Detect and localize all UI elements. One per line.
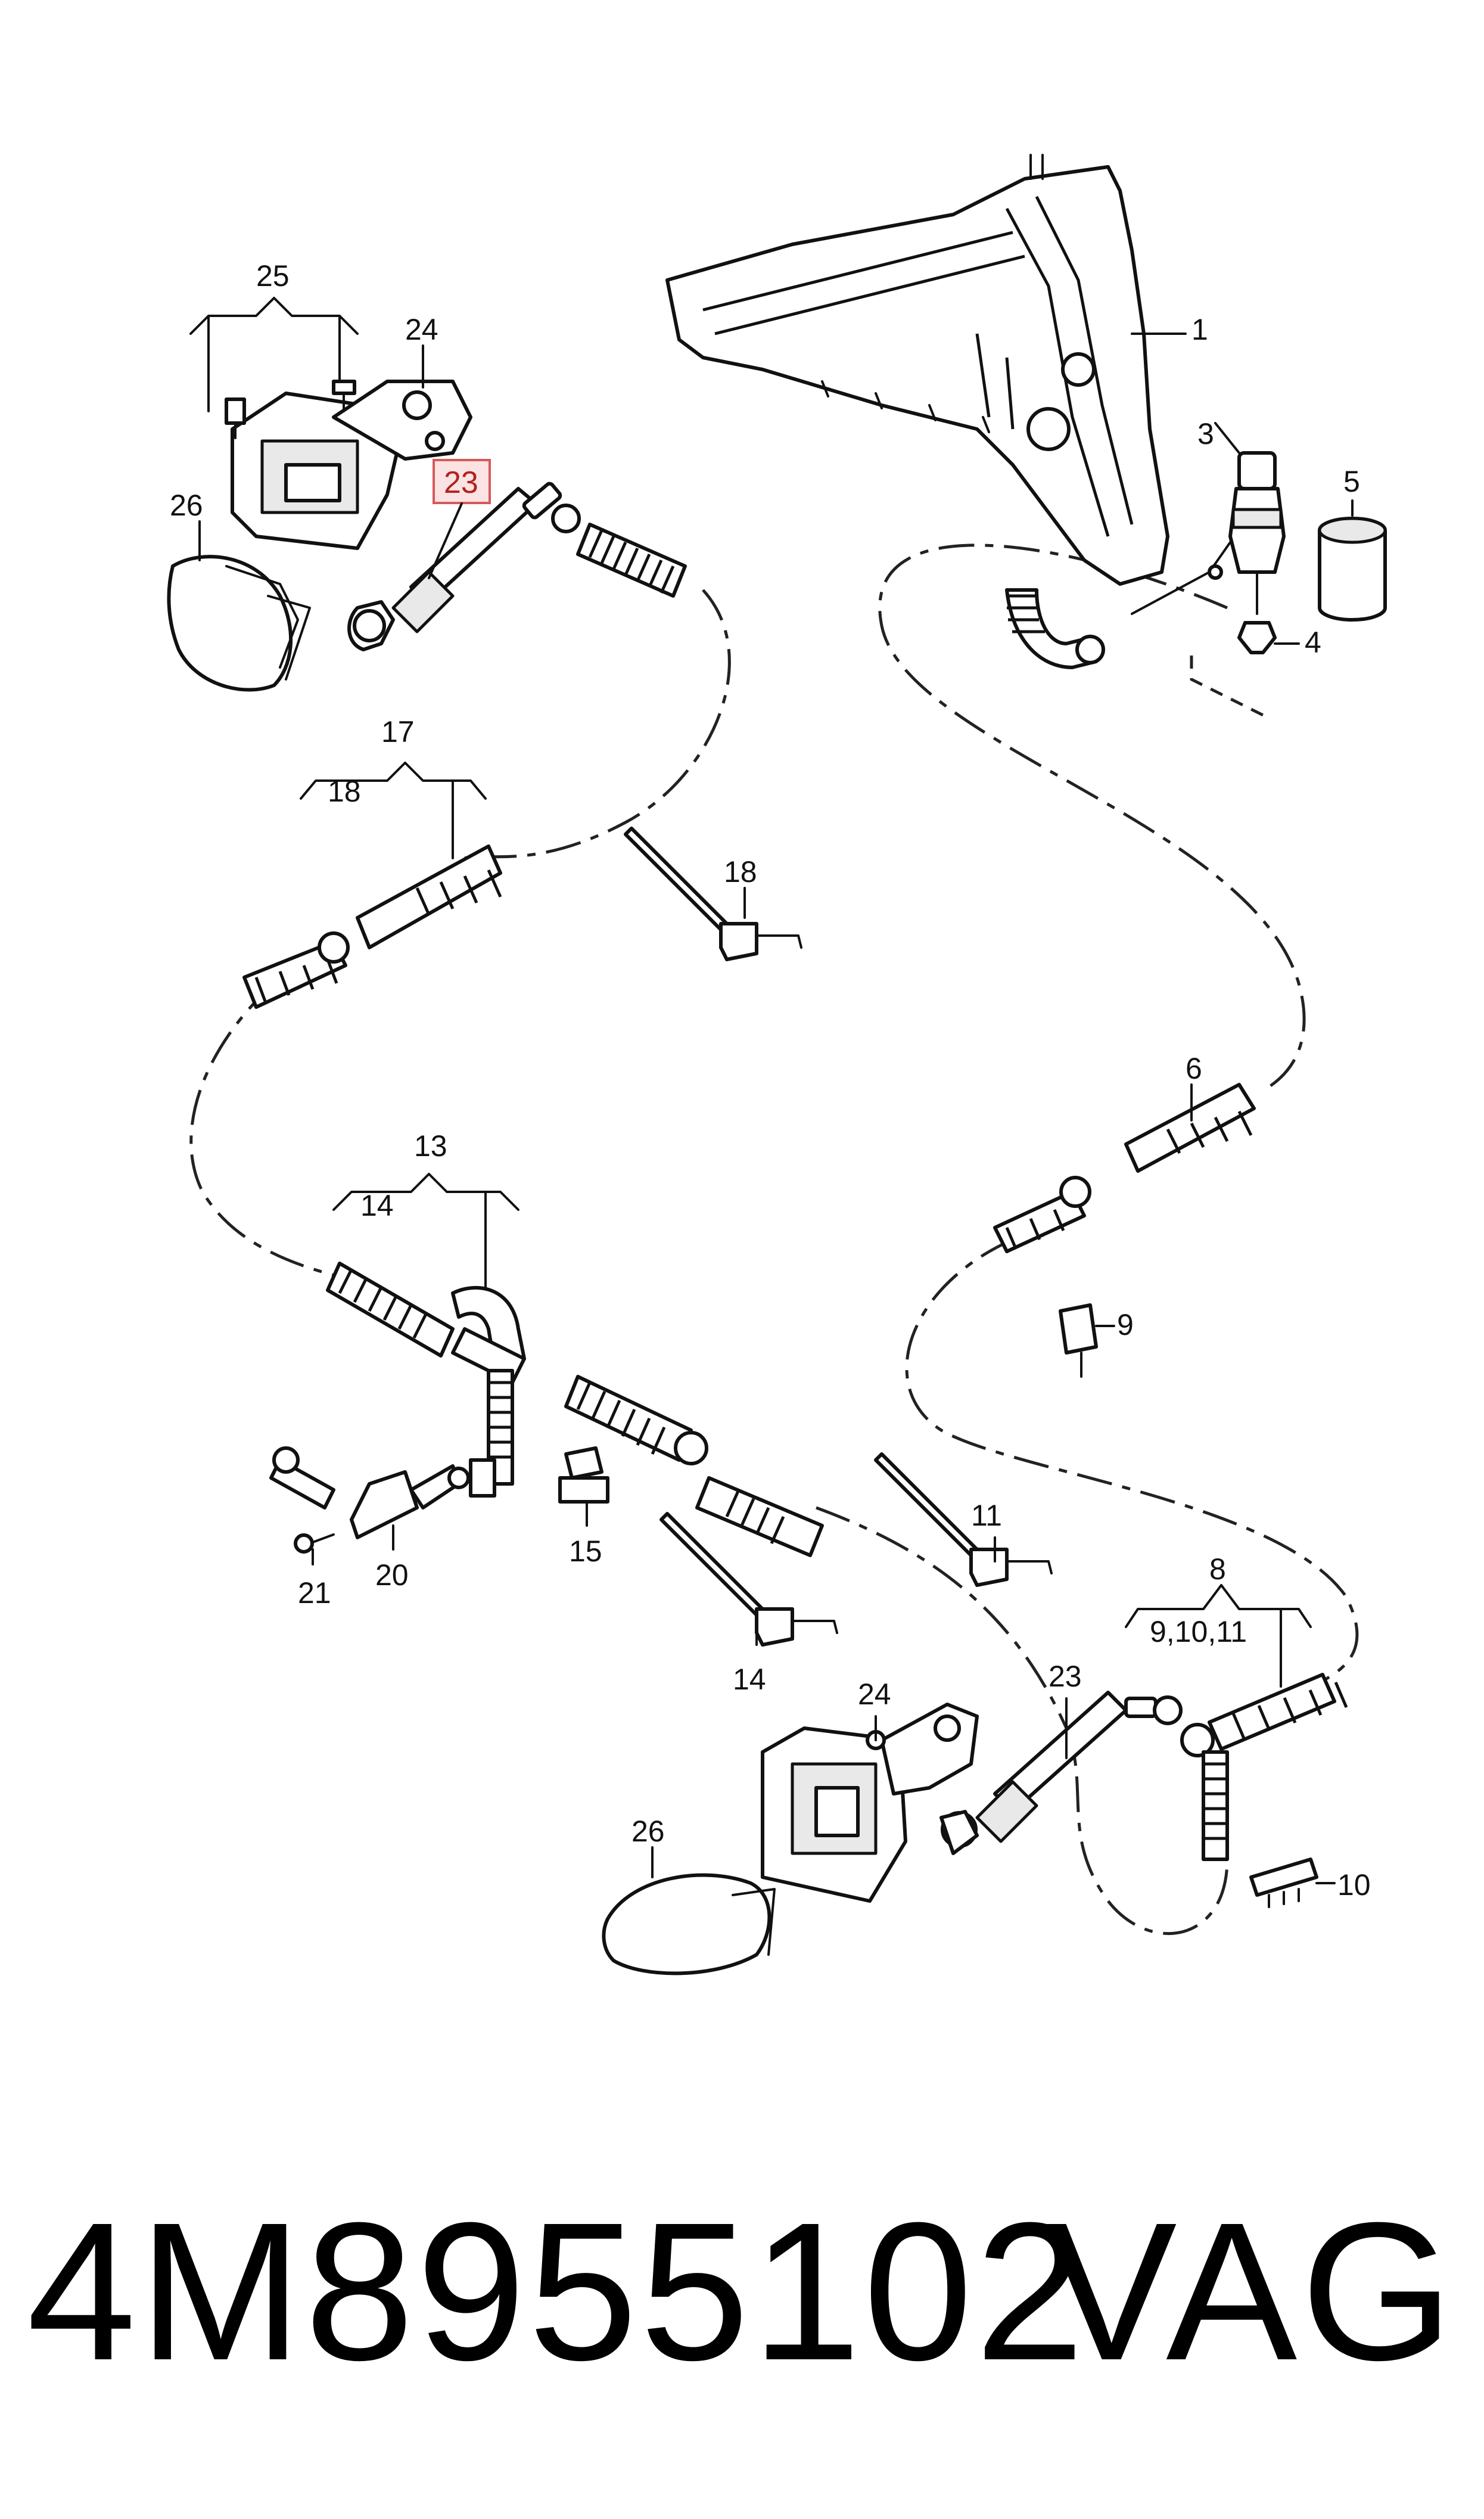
screws-25: [225, 380, 356, 439]
label-26b: 26: [631, 1815, 665, 1848]
hose-middle: [564, 1375, 824, 1557]
tee-connector-8: [1180, 1673, 1348, 1861]
label-15: 15: [569, 1535, 602, 1568]
part-number: 4M8955102: [27, 2181, 1087, 2401]
label-17: 17: [381, 715, 415, 748]
callout-23-highlight[interactable]: 23: [428, 459, 491, 579]
label-8-sub: 9,10,11: [1150, 1615, 1247, 1648]
label-23a: 23: [444, 465, 478, 500]
footer: 4M8955102 VAG: [0, 2193, 1484, 2443]
label-9: 9: [1117, 1308, 1134, 1341]
bracket-20: [350, 1464, 470, 1551]
label-14b: 14: [733, 1663, 766, 1696]
label-11: 11: [971, 1499, 1002, 1532]
hose-6: [993, 1083, 1256, 1253]
nozzle-bracket-right: [761, 1703, 979, 1903]
hose-coupler: [269, 1446, 335, 1509]
label-23b: 23: [1049, 1660, 1082, 1693]
label-25: 25: [256, 259, 290, 293]
nozzle-cap-right: [602, 1873, 776, 1976]
label-10: 10: [1337, 1868, 1371, 1902]
hose-routing-lines: [189, 543, 1359, 1936]
label-18a: 18: [328, 775, 361, 808]
label-8: 8: [1209, 1552, 1226, 1586]
nozzle-cap-left: [167, 555, 311, 692]
label-13: 13: [414, 1129, 447, 1163]
brand-name: VAG: [1046, 2181, 1457, 2401]
washer-nozzle-cylinder-right: [939, 1691, 1183, 1855]
label-4: 4: [1305, 626, 1321, 659]
label-20: 20: [375, 1558, 409, 1592]
label-24b: 24: [858, 1678, 891, 1711]
screw-21: [294, 1533, 335, 1566]
grommet: [1237, 621, 1300, 654]
cable-tie-18: [624, 827, 802, 961]
label-14a: 14: [360, 1189, 394, 1222]
clip-10: [1249, 1858, 1336, 1908]
label-6: 6: [1186, 1052, 1202, 1085]
label-1: 1: [1191, 313, 1208, 346]
washer-pump: [1131, 422, 1286, 615]
washer-nozzle-cylinder-highlighted[interactable]: [347, 482, 581, 651]
hose-17: [242, 844, 502, 1009]
label-24a: 24: [405, 313, 438, 346]
y-connector-hose-13: [326, 1262, 526, 1498]
parts-diagram: 1 3 4 5 6 8 9,10,11 9 10 11 13 14 14 15 …: [167, 154, 1387, 1976]
label-26a: 26: [170, 489, 203, 522]
label-3: 3: [1197, 417, 1214, 451]
label-21: 21: [298, 1576, 331, 1610]
cable-tie-14: [659, 1512, 838, 1647]
clip-9: [1059, 1303, 1115, 1378]
corrugated-hose-top: [576, 523, 687, 598]
washer-reservoir: [665, 154, 1187, 586]
callout-brackets: [189, 297, 1312, 1878]
nozzle-bracket-left: [231, 380, 472, 550]
clip-15: [558, 1446, 609, 1527]
cable-tie-11: [874, 1452, 1053, 1587]
reservoir-outlet-hose: [1005, 588, 1105, 669]
callout-labels: 1 3 4 5 6 8 9,10,11 9 10 11 13 14 14 15 …: [170, 259, 1371, 1902]
label-5: 5: [1343, 465, 1360, 498]
filter-ring: [1318, 499, 1387, 622]
label-18b: 18: [724, 855, 757, 889]
